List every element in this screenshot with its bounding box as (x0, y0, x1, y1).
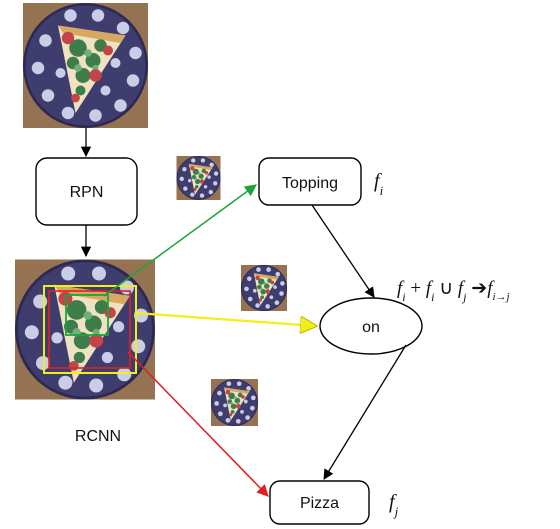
topping-node: Topping (258, 157, 362, 206)
topping-label: Topping (282, 175, 338, 192)
red-bbox (48, 290, 131, 369)
rcnn-label: RCNN (75, 428, 121, 445)
pizza-crop-icon (176, 156, 221, 200)
pizza-crop-icon (210, 379, 259, 426)
pizza-crop-icon (241, 264, 287, 312)
relation-formula: fi + fi ∪ fj ➔fi→j (397, 278, 510, 304)
pizza-node: Pizza (269, 480, 370, 525)
on-label: on (362, 319, 380, 336)
feature-f-i: fi (374, 170, 384, 198)
rpn-node: RPN (35, 157, 138, 226)
rpn-label: RPN (70, 184, 104, 201)
yellow-bbox (43, 285, 137, 374)
input-pizza-photo (23, 3, 148, 128)
arrow-on-to-pizza (323, 344, 407, 480)
on-node: on (319, 297, 423, 355)
feature-f-j: fj (389, 491, 399, 519)
green-bbox (65, 294, 109, 336)
pizza-photo-icon (15, 258, 155, 401)
yellow-arrow-to-on (135, 311, 316, 326)
arrow-topping-to-on (311, 204, 375, 298)
rcnn-photo (15, 258, 155, 401)
red-arrow-to-pizza (127, 351, 269, 497)
green-arrow-to-topping (103, 184, 257, 297)
pizza-label: Pizza (300, 495, 339, 512)
pizza-photo-icon (23, 3, 148, 128)
